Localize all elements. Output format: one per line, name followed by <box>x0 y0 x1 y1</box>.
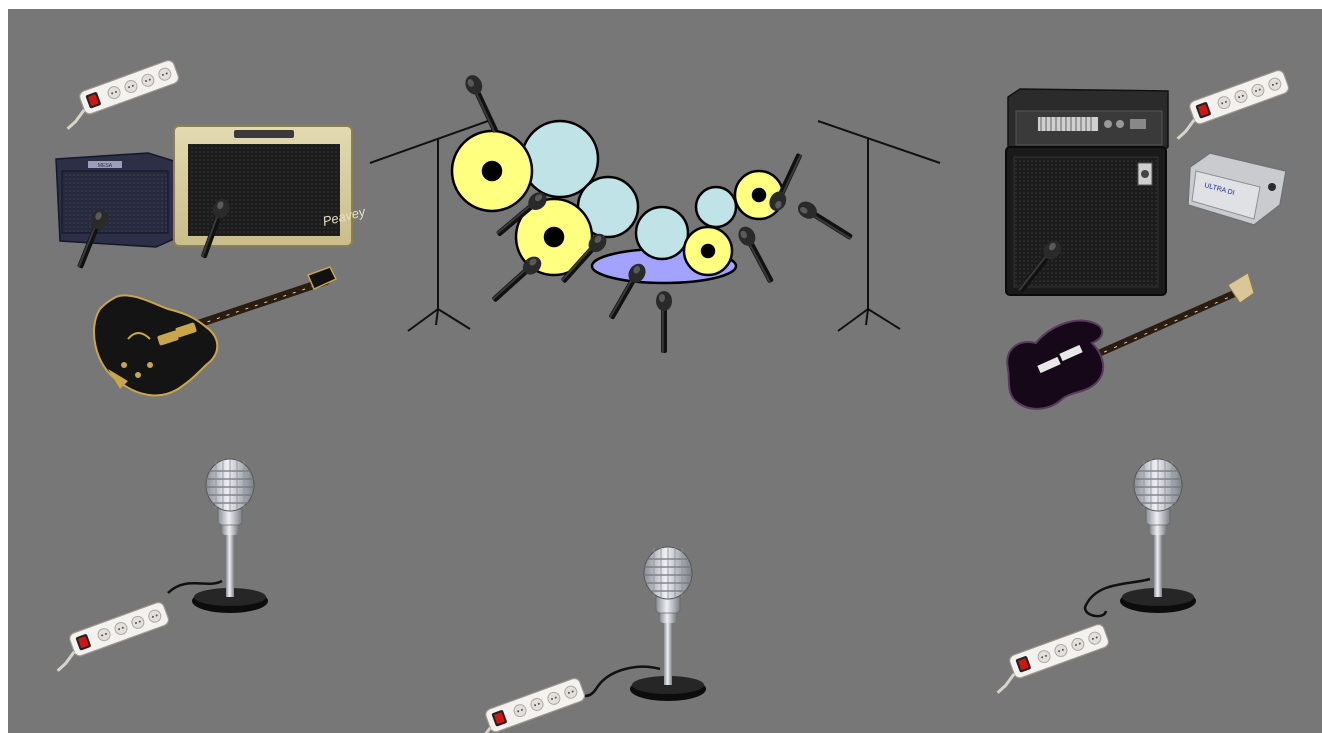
stage-plot-canvas: MESA Peavey <box>8 9 1322 733</box>
guitar-amp-small[interactable]: MESA <box>56 153 174 247</box>
stage-plot-svg: MESA Peavey <box>8 9 1322 733</box>
guitar-amp-tweed[interactable]: Peavey <box>174 126 368 246</box>
rack-tom-2 <box>636 207 688 259</box>
bass-amp-head[interactable] <box>1008 89 1168 155</box>
svg-text:MESA: MESA <box>98 163 113 169</box>
rack-tom-3 <box>696 187 736 227</box>
bass-cabinet[interactable] <box>1006 147 1166 295</box>
